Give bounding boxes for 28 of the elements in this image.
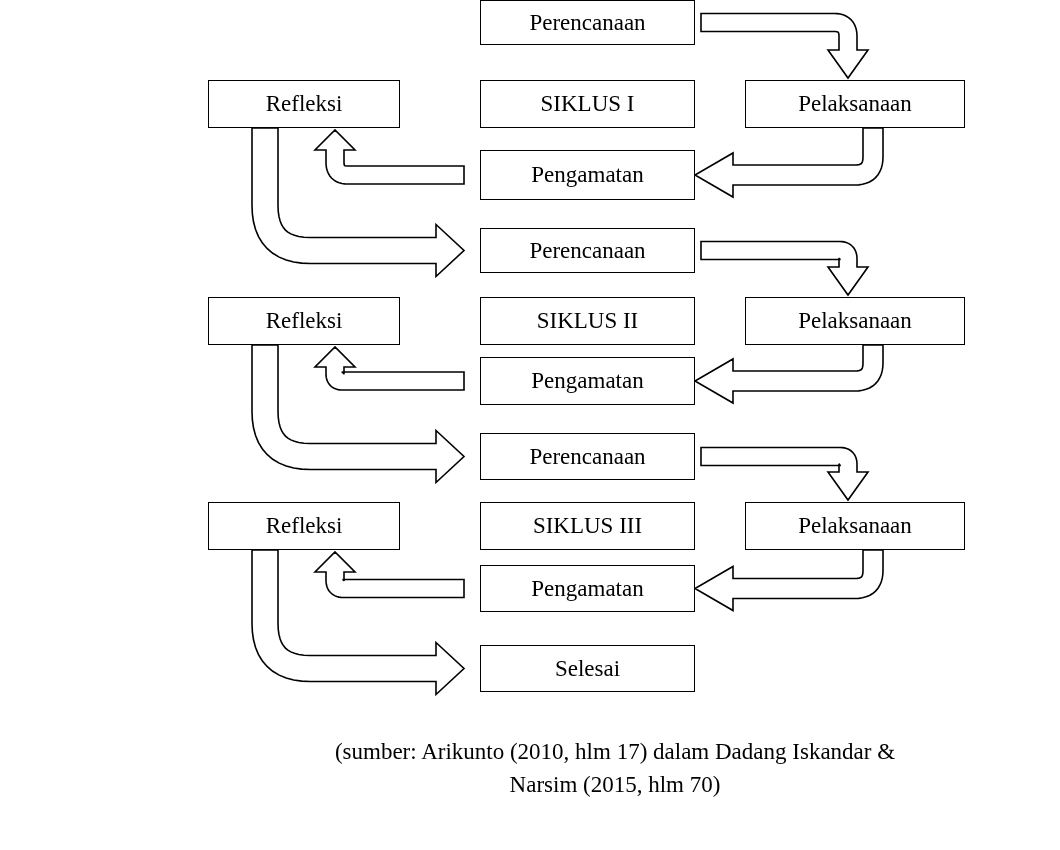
block-arrow — [693, 127, 884, 199]
process-box: Pengamatan — [480, 565, 695, 612]
process-box: Pelaksanaan — [745, 297, 965, 345]
block-arrow — [693, 344, 884, 405]
block-arrow — [700, 240, 870, 297]
process-box: Pelaksanaan — [745, 502, 965, 550]
process-box: SIKLUS II — [480, 297, 695, 345]
block-arrow — [313, 128, 465, 185]
process-box: Selesai — [480, 645, 695, 692]
process-box: Perencanaan — [480, 433, 695, 480]
process-box: Pengamatan — [480, 357, 695, 405]
process-box: Refleksi — [208, 297, 400, 345]
block-arrow — [251, 127, 466, 279]
block-arrow — [251, 549, 466, 697]
process-box: Pelaksanaan — [745, 80, 965, 128]
block-arrow — [700, 446, 870, 502]
block-arrow — [251, 344, 466, 485]
process-box: SIKLUS I — [480, 80, 695, 128]
process-box: Refleksi — [208, 80, 400, 128]
process-box: Refleksi — [208, 502, 400, 550]
process-box: SIKLUS III — [480, 502, 695, 550]
block-arrow — [693, 549, 884, 612]
source-caption: (sumber: Arikunto (2010, hlm 17) dalam Dadang Iskandar & Narsim (2015, hlm 70) — [333, 738, 897, 800]
process-box: Pengamatan — [480, 150, 695, 200]
block-arrow — [313, 345, 465, 391]
process-box: Perencanaan — [480, 228, 695, 273]
block-arrow — [313, 550, 465, 599]
process-box: Perencanaan — [480, 0, 695, 45]
